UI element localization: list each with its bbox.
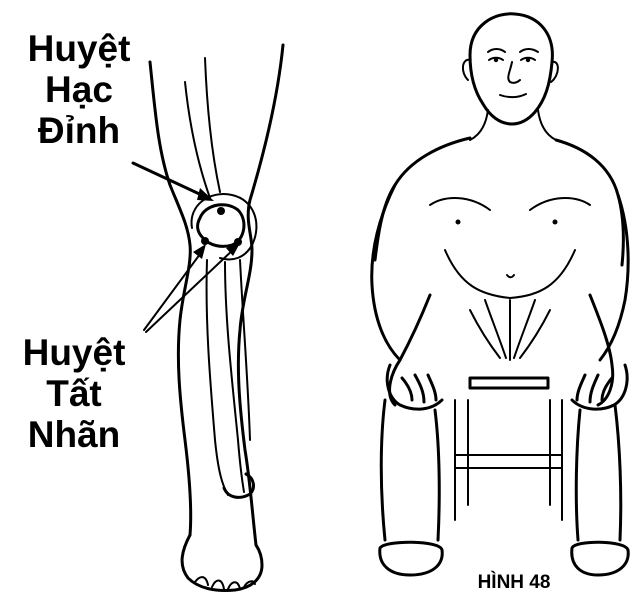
foot-right	[572, 542, 628, 575]
nose	[508, 62, 520, 83]
label-line: Nhãn	[4, 416, 144, 453]
stool-seat	[470, 378, 548, 388]
lower-leg-left	[381, 400, 439, 540]
nipple-left	[456, 220, 461, 225]
foot-left	[380, 542, 442, 575]
arrow-tat-nhan-1	[144, 250, 203, 330]
abdomen	[445, 250, 575, 298]
thigh-line-1	[185, 82, 210, 198]
label-line: Huyệt	[4, 30, 154, 67]
stool-legs	[455, 400, 562, 520]
seated-figure	[372, 14, 628, 575]
label-line: Huyệt	[4, 334, 144, 371]
acupoint-tat-nhan-dot-left	[201, 237, 209, 245]
pupil-left	[494, 58, 498, 62]
thigh-line-2	[205, 58, 220, 192]
arrow-tat-nhan-1-head	[193, 244, 206, 259]
label-line: Hạc	[4, 71, 154, 108]
leg-outline-right	[238, 45, 283, 545]
arm-left	[372, 185, 400, 360]
chest	[430, 198, 590, 210]
torso-outline	[375, 138, 623, 265]
leg-drawing	[133, 45, 283, 591]
arrow-hac-dinh	[133, 163, 208, 198]
nipple-right	[553, 220, 558, 225]
pupil-right	[526, 58, 530, 62]
label-line: Đỉnh	[4, 112, 154, 149]
figure-caption: HÌNH 48	[459, 572, 569, 594]
leg-outline-left	[150, 62, 191, 535]
arrow-hac-dinh-head	[197, 188, 214, 201]
acupoint-label-tat-nhan: Huyệt Tất Nhãn	[4, 334, 144, 457]
hand-left	[387, 365, 442, 409]
navel	[507, 275, 514, 277]
mouth	[500, 94, 526, 97]
trouser-folds	[470, 300, 550, 360]
lower-leg-right	[576, 405, 621, 540]
eyebrows	[488, 49, 538, 52]
label-line: Tất	[4, 375, 144, 412]
acupoint-hac-dinh-dot	[217, 207, 225, 215]
acupoint-label-hac-dinh: Huyệt Hạc Đỉnh	[4, 30, 154, 153]
